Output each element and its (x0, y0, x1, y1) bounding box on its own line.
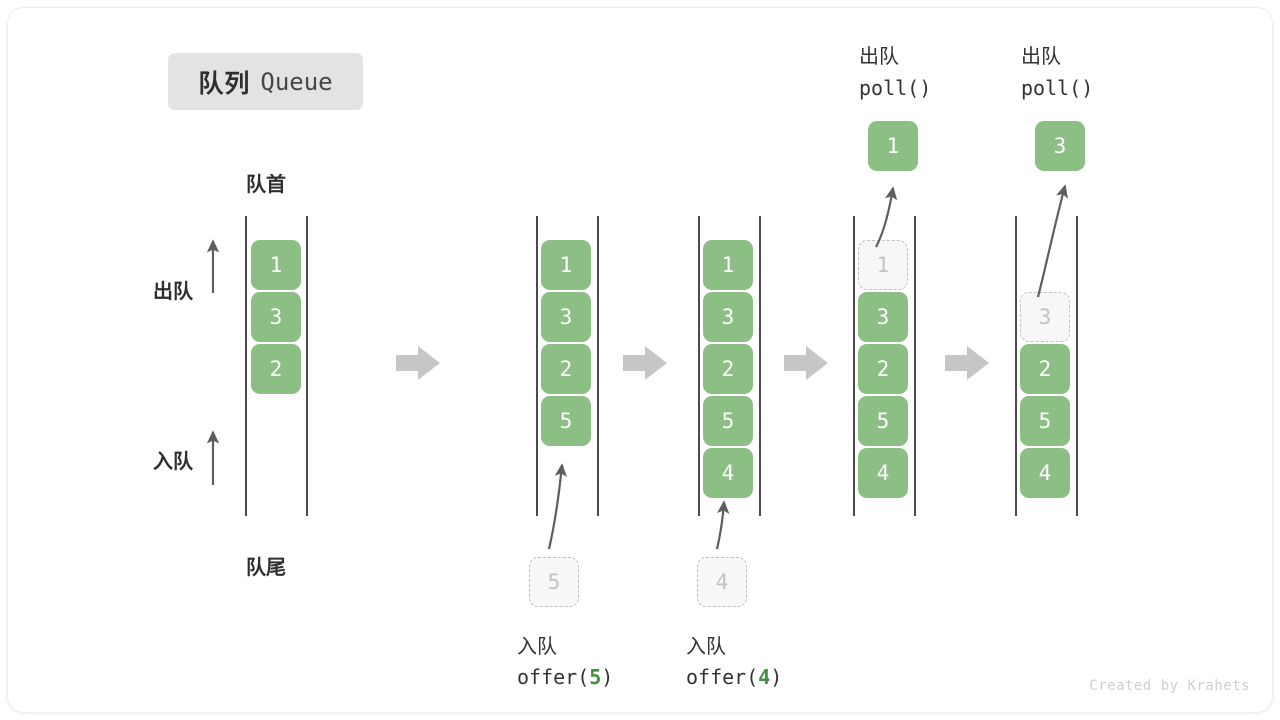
rail-right (759, 216, 761, 516)
stage-caption-code: offer(4) (686, 665, 782, 689)
queue-cell: 5 (703, 396, 753, 446)
rail-left (1015, 216, 1017, 516)
queue-cell: 4 (703, 448, 753, 498)
queue-cell-removed: 1 (858, 240, 908, 290)
incoming-arrow-icon (547, 463, 567, 550)
caption-code-pre: offer( (686, 665, 759, 689)
rail-left (536, 216, 538, 516)
caption-code-post: ) (770, 665, 783, 689)
queue-cell: 1 (541, 240, 591, 290)
queue-cell: 2 (703, 344, 753, 394)
queue-cell: 5 (541, 396, 591, 446)
arrows-overlay (206, 184, 1068, 550)
queue-cell: 2 (251, 344, 301, 394)
incoming-element: 4 (697, 557, 747, 607)
step-arrow-icon (396, 346, 440, 380)
queue-cell: 1 (703, 240, 753, 290)
title-cn: 队列 (198, 69, 251, 98)
stage-caption-code: offer(5) (517, 665, 613, 689)
diagram-canvas: 队列 Queue 队首 队尾 出队 入队 1 3 2 1 3 2 5 5 入队 … (8, 8, 1272, 712)
rail-right (1076, 216, 1078, 516)
step-arrow-icon (945, 346, 989, 380)
queue-cell: 3 (858, 292, 908, 342)
queue-cell: 3 (703, 292, 753, 342)
enqueue-direction-label: 入队 (153, 451, 193, 473)
title-en: Queue (260, 67, 333, 96)
queue-cell: 3 (541, 292, 591, 342)
queue-rear-label: 队尾 (246, 557, 286, 579)
stage-header-cn: 出队 (859, 46, 899, 68)
step-arrow-icon (784, 346, 828, 380)
caption-code-post: ) (601, 665, 614, 689)
polled-arrow-icon (1036, 184, 1068, 298)
incoming-arrow-icon (715, 500, 730, 550)
stage-caption-cn: 入队 (686, 636, 726, 658)
queue-cell: 4 (1020, 448, 1070, 498)
stage-caption-cn: 入队 (517, 636, 557, 658)
stage-header-cn: 出队 (1021, 46, 1061, 68)
queue-cell: 3 (251, 292, 301, 342)
diagram-title-chip: 队列 Queue (168, 53, 363, 110)
watermark-credit: Created by Krahets (1089, 678, 1250, 694)
rail-right (597, 216, 599, 516)
rail-left (245, 216, 247, 516)
stage-header-code: poll() (1021, 76, 1094, 100)
rail-right (914, 216, 916, 516)
caption-code-arg: 4 (758, 665, 771, 689)
queue-cell: 2 (541, 344, 591, 394)
rail-left (853, 216, 855, 516)
caption-code-arg: 5 (589, 665, 602, 689)
queue-cell: 4 (858, 448, 908, 498)
rail-right (306, 216, 308, 516)
queue-cell: 1 (251, 240, 301, 290)
incoming-element: 5 (529, 557, 579, 607)
rail-left (698, 216, 700, 516)
stage-header-code: poll() (859, 76, 932, 100)
polled-element: 1 (868, 121, 918, 171)
queue-cell: 2 (858, 344, 908, 394)
dequeue-direction-label: 出队 (153, 281, 193, 303)
queue-cell: 5 (1020, 396, 1070, 446)
step-arrow-icon (623, 346, 667, 380)
queue-cell: 2 (1020, 344, 1070, 394)
queue-cell-removed: 3 (1020, 292, 1070, 342)
polled-element: 3 (1035, 121, 1085, 171)
polled-arrow-icon (875, 186, 898, 248)
queue-front-label: 队首 (246, 174, 286, 196)
caption-code-pre: offer( (517, 665, 590, 689)
queue-cell: 5 (858, 396, 908, 446)
